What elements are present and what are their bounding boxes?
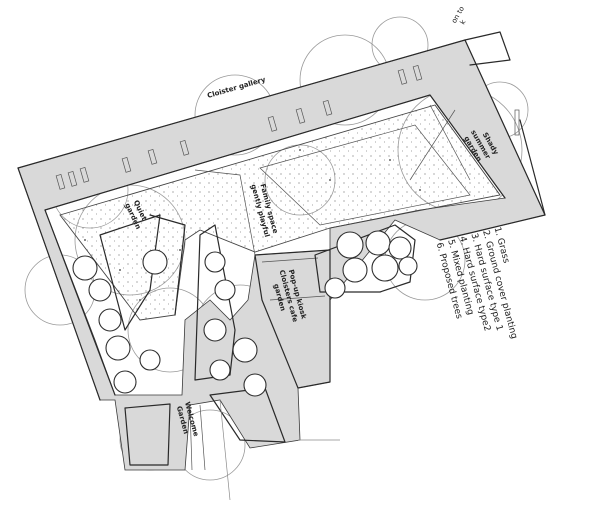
shrub-column-left (72, 249, 168, 394)
legend: 1. Grass 2. Ground cover planting 3. Har… (434, 226, 519, 340)
central-courtyard (59, 104, 501, 321)
cloister-openings (55, 65, 520, 190)
corner-note-2: k (459, 18, 468, 26)
stipple-texture (84, 149, 421, 301)
shrub-column-middle (203, 251, 267, 397)
building-outer-stroke (219, 31, 546, 501)
kiosk-cafe-block (254, 249, 331, 389)
shrub-cluster-right (314, 224, 418, 299)
planting-beds (99, 214, 236, 381)
cloister-gallery-label: Cloister gallery (206, 76, 266, 100)
